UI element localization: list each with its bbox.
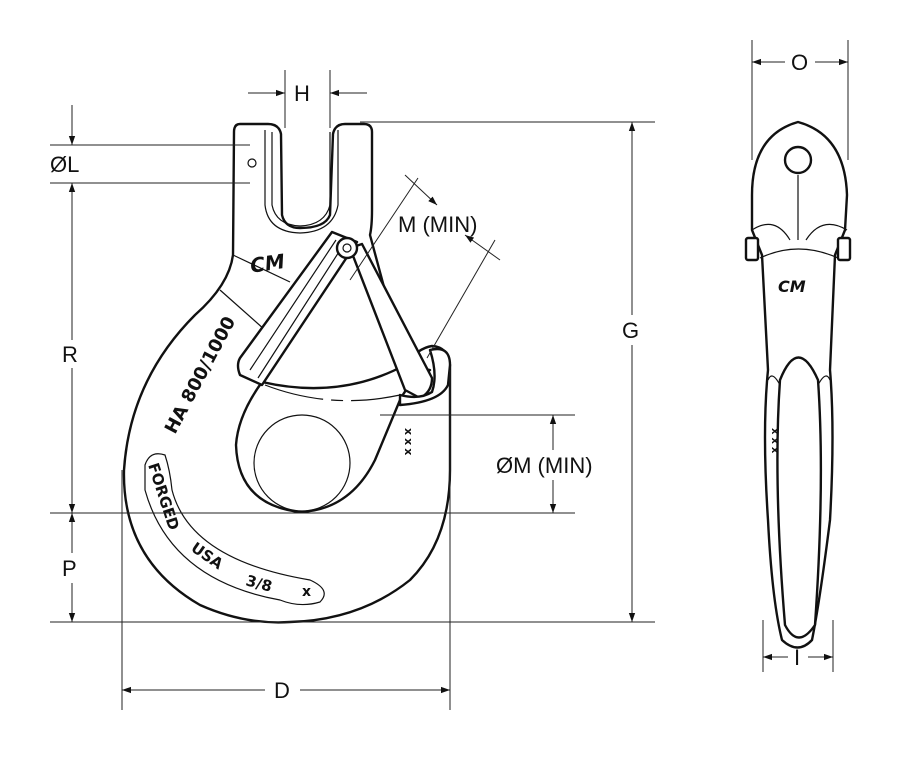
dimension-label-g: G [622, 318, 639, 343]
eye-slot [264, 130, 339, 234]
cm-logo: CM [249, 249, 287, 278]
dimension-lines [50, 70, 655, 710]
throat-circle [253, 414, 351, 512]
side-dimension-lines [751, 40, 849, 672]
dimension-label-i: I [794, 645, 800, 670]
hook-front-view: CM HA 800/1000 FORGED USA 3/8 x xxx [122, 122, 452, 624]
size-x-marking: x [302, 584, 311, 600]
dimension-label-m-throat: ØM (MIN) [496, 453, 593, 478]
hook-throat [234, 363, 432, 514]
hook-body-outline [122, 122, 452, 624]
latch-pin-icon [335, 236, 359, 260]
dimension-label-p: P [62, 556, 77, 581]
marking-plate [144, 453, 325, 606]
dimension-label-r: R [62, 342, 78, 367]
dimension-label-o: O [791, 50, 808, 75]
dimension-label-d: D [274, 678, 290, 703]
pin-hole [247, 158, 257, 168]
dimension-label-l: ØL [50, 152, 79, 177]
side-eye-hole [783, 145, 813, 175]
latch [236, 230, 452, 407]
dimension-label-h: H [294, 81, 310, 106]
side-trace-marking: xxx [769, 428, 780, 456]
side-cm-logo: CM [778, 277, 806, 296]
hook-side-view: CM xxx [744, 120, 852, 649]
dimension-label-m-latch: M (MIN) [398, 212, 477, 237]
trace-marking: xxx [402, 428, 415, 458]
